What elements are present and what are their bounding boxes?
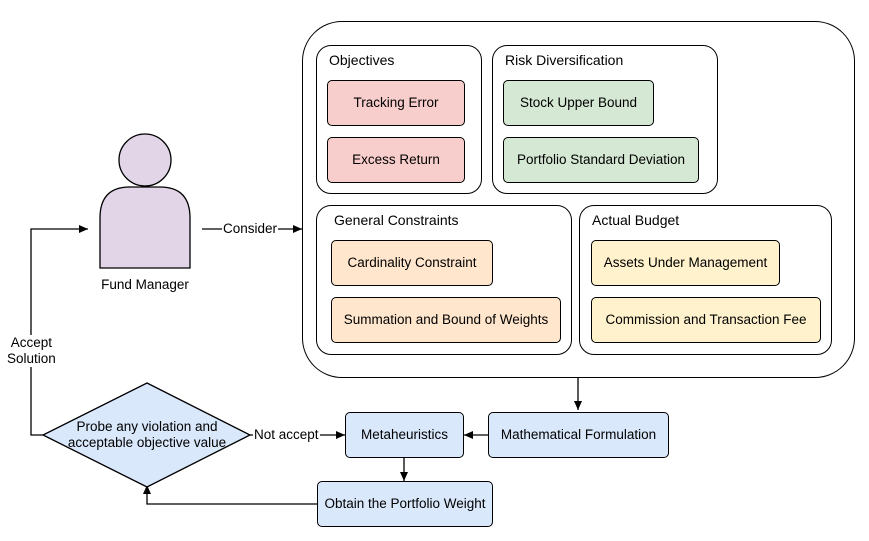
decision-text: Probe any violation and acceptable objec… — [61, 419, 233, 451]
accept-solution-arrow — [30, 225, 88, 436]
obtain-portfolio-weight-box: Obtain the Portfolio Weight — [317, 481, 493, 527]
obtain-to-decision-arrow — [143, 485, 317, 505]
decision-line2: acceptable objective value — [67, 435, 227, 450]
commission-fee-box: Commission and Transaction Fee — [591, 297, 821, 343]
not-accept-label: Not accept — [253, 427, 320, 443]
accept-label-line2: Solution — [7, 351, 56, 366]
accept-solution-label: Accept Solution — [6, 335, 57, 367]
portfolio-std-box: Portfolio Standard Deviation — [503, 137, 699, 183]
risk-diversification-title: Risk Diversification — [505, 52, 624, 68]
aum-box: Assets Under Management — [591, 240, 780, 286]
excess-return-box: Excess Return — [327, 137, 465, 183]
stock-upper-bound-box: Stock Upper Bound — [503, 80, 654, 126]
summation-bound-box: Summation and Bound of Weights — [331, 297, 561, 343]
tracking-error-box: Tracking Error — [327, 80, 465, 126]
considerations-container — [302, 21, 855, 378]
actual-budget-title: Actual Budget — [592, 212, 680, 228]
fund-manager-label: Fund Manager — [101, 277, 189, 293]
objectives-title: Objectives — [329, 52, 395, 68]
fund-manager-icon — [99, 133, 191, 269]
general-constraints-title: General Constraints — [334, 212, 459, 228]
accept-label-line1: Accept — [10, 335, 53, 350]
mathematical-formulation-box: Mathematical Formulation — [488, 412, 669, 458]
consider-label: Consider — [222, 221, 279, 237]
decision-line1: Probe any violation and — [76, 419, 218, 434]
metaheuristics-box: Metaheuristics — [345, 412, 464, 458]
decision-diamond — [41, 382, 252, 488]
cardinality-constraint-box: Cardinality Constraint — [331, 240, 493, 286]
